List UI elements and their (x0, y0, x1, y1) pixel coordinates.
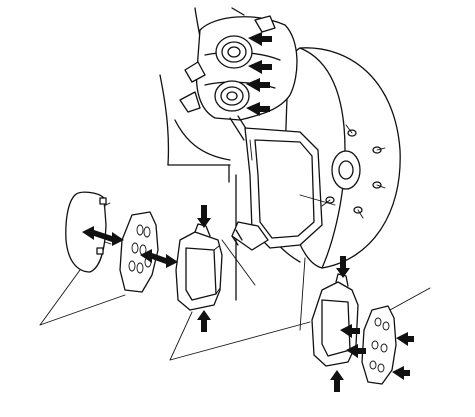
brake-caliper-icon (179, 15, 298, 141)
arrow-icons (82, 32, 414, 392)
pad-shim-inner (119, 211, 159, 293)
pad-shim-right (361, 305, 397, 385)
brake-pad-left (175, 223, 223, 311)
leader-lines (39, 139, 431, 361)
caliper-bracket-icon (231, 127, 323, 251)
